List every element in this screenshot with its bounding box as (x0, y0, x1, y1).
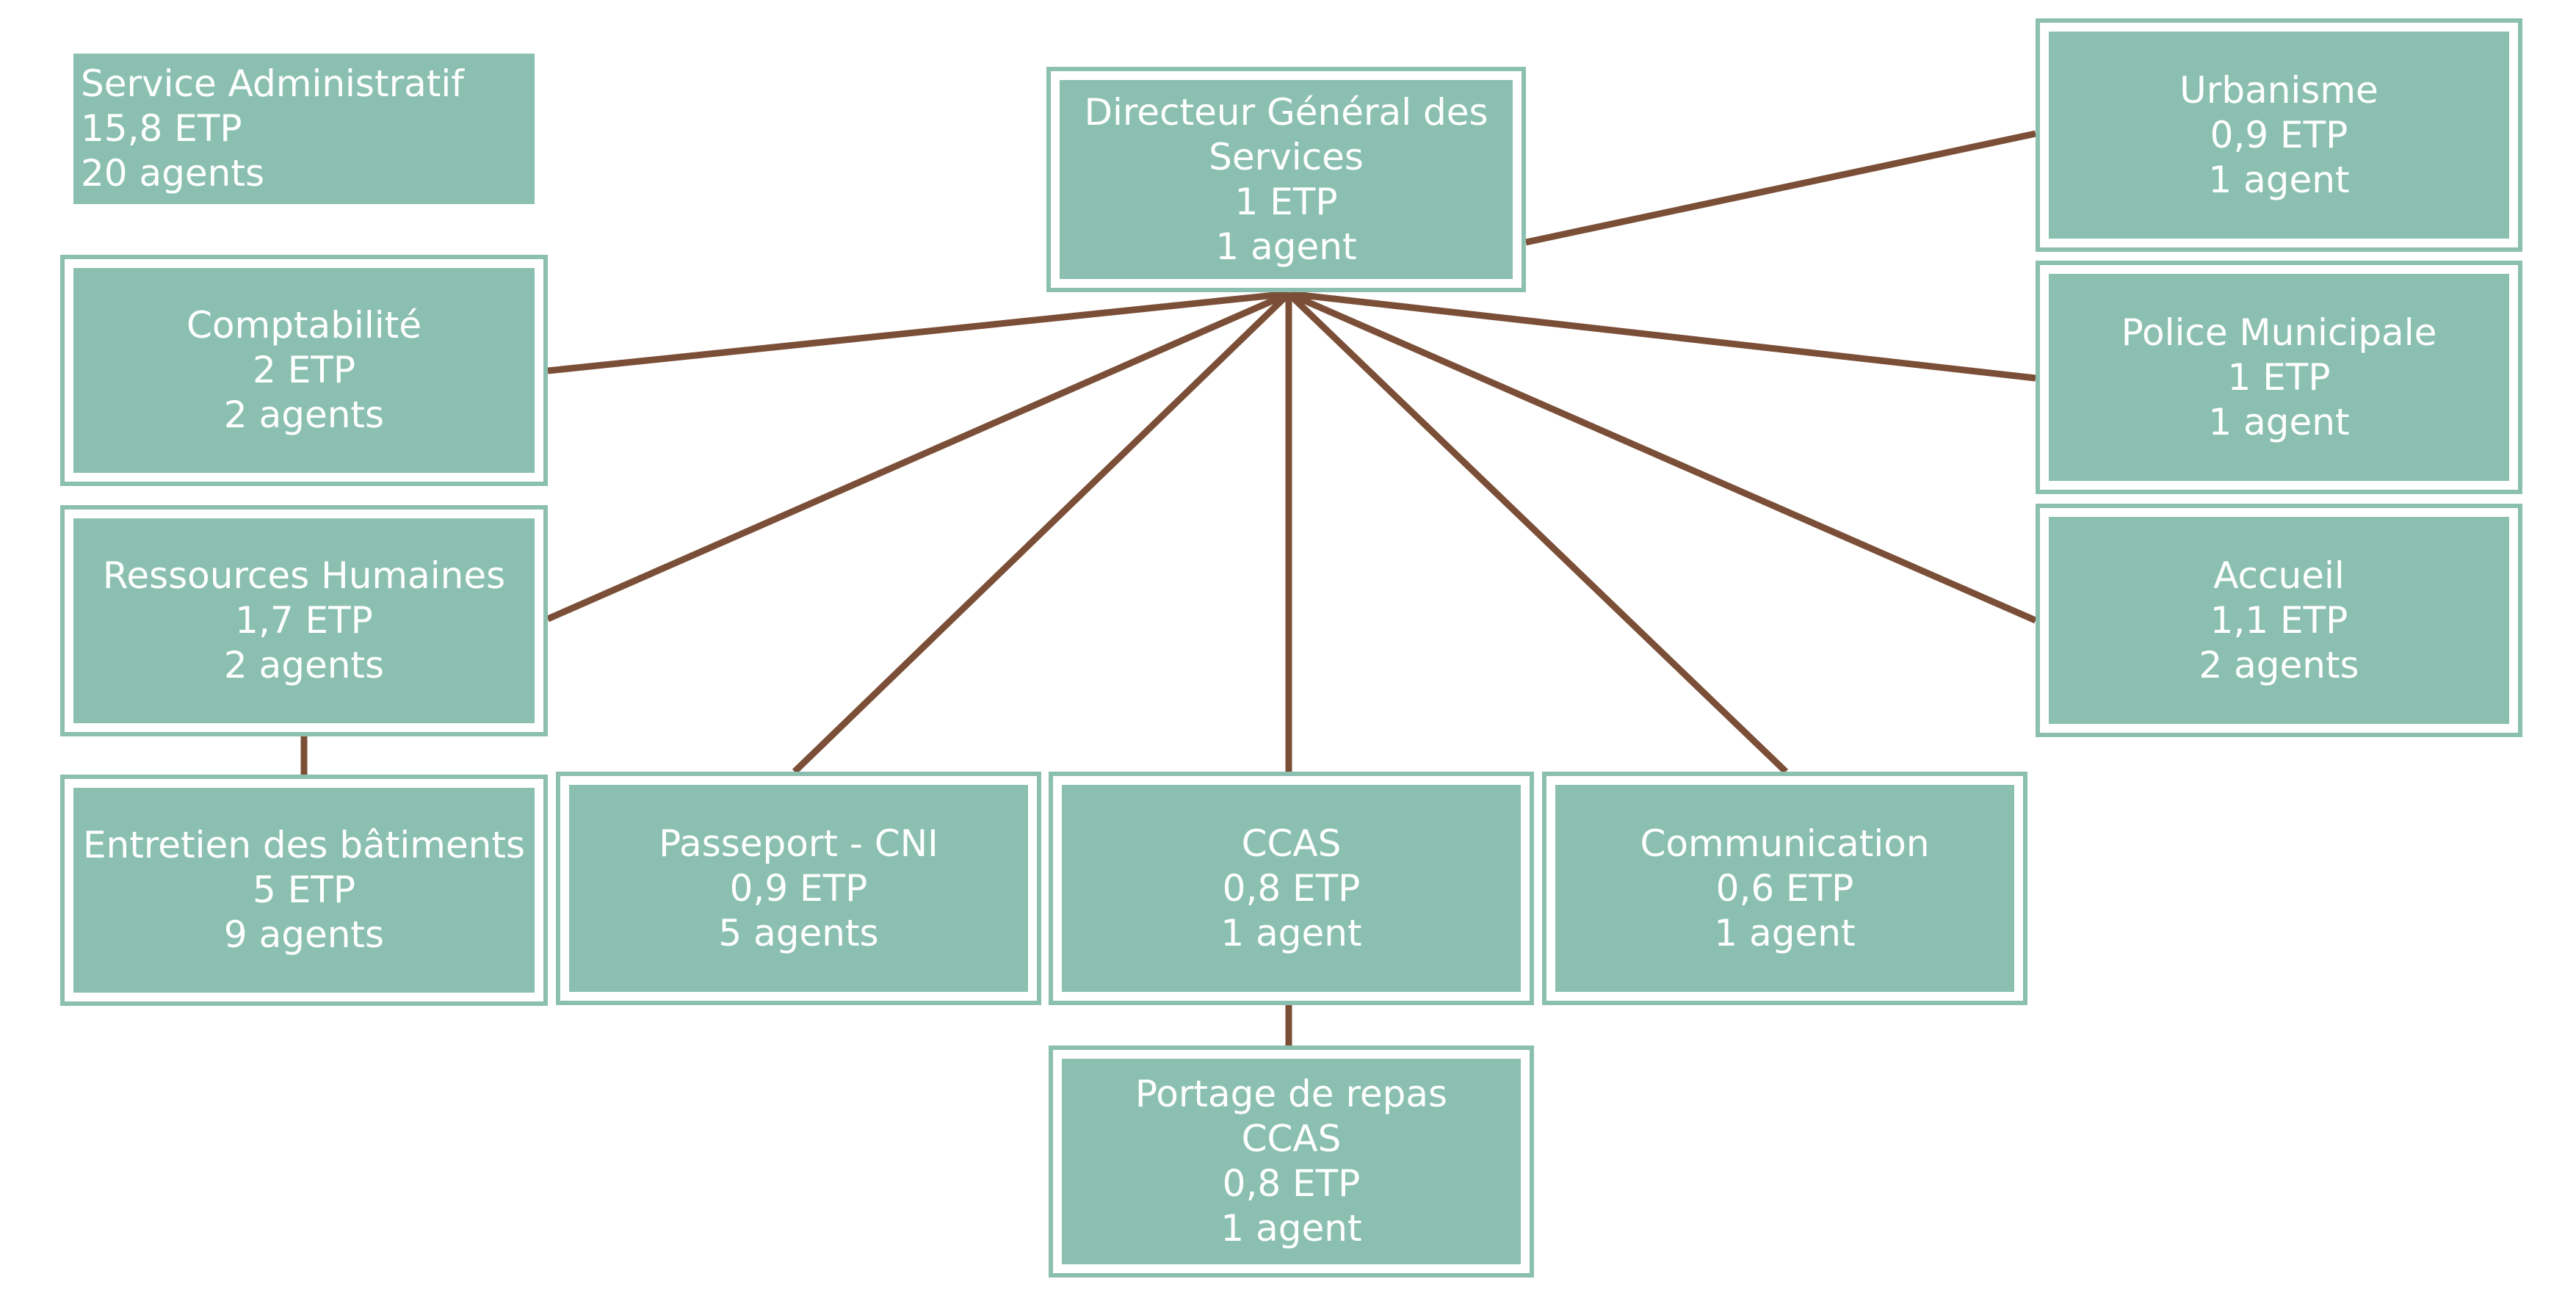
node-directeur-general-body: Directeur Général des Services 1 ETP 1 a… (1060, 80, 1513, 279)
node-etp: 1 ETP (1234, 180, 1338, 223)
node-etp: 0,6 ETP (1715, 866, 1854, 910)
node-agents: 2 agents (2199, 643, 2359, 686)
node-ccas: CCAS 0,8 ETP 1 agent (1049, 772, 1534, 1005)
connector-dgs-rh (546, 290, 1290, 623)
node-ressources-humaines-body: Ressources Humaines 1,7 ETP 2 agents (73, 518, 535, 723)
connector-dgs-comptabilite (547, 290, 1289, 374)
node-etp: 1,7 ETP (235, 599, 373, 642)
connector-dgs-accueil (1287, 290, 2037, 624)
node-etp: 1,1 ETP (2210, 598, 2348, 642)
node-title: Entretien des bâtiments (82, 824, 526, 866)
node-title: Ressources Humaines (102, 554, 506, 597)
node-agents: 1 agent (1220, 911, 1362, 954)
node-ressources-humaines: Ressources Humaines 1,7 ETP 2 agents (60, 505, 548, 736)
connector-dgs-police (1288, 290, 2036, 382)
node-etp: 0,9 ETP (729, 866, 868, 910)
node-agents: 1 agent (1714, 911, 1856, 954)
node-title: Accueil (2213, 554, 2345, 597)
connector-dgs-urbanisme (1525, 130, 2036, 246)
node-comptabilite-body: Comptabilité 2 ETP 2 agents (73, 268, 535, 473)
connector-dgs-passeport (792, 291, 1292, 775)
node-police-municipale-body: Police Municipale 1 ETP 1 agent (2049, 274, 2509, 481)
node-agents: 1 agent (2208, 158, 2350, 201)
node-entretien-batiments: Entretien des bâtiments 5 ETP 9 agents (60, 775, 548, 1006)
node-title: Comptabilité (187, 304, 422, 347)
node-title: Passeport - CNI (659, 822, 938, 865)
node-etp: 0,8 ETP (1222, 866, 1361, 910)
node-directeur-general: Directeur Général des Services 1 ETP 1 a… (1046, 67, 1526, 292)
node-comptabilite: Comptabilité 2 ETP 2 agents (60, 255, 548, 486)
node-etp: 0,9 ETP (2210, 113, 2348, 156)
node-urbanisme-body: Urbanisme 0,9 ETP 1 agent (2049, 32, 2509, 239)
node-title: Police Municipale (2121, 311, 2437, 354)
summary-etp: 15,8 ETP (81, 107, 242, 150)
node-title-cont: CCAS (1241, 1117, 1342, 1160)
node-agents: 1 agent (2208, 400, 2350, 443)
node-portage-repas-body: Portage de repas CCAS 0,8 ETP 1 agent (1062, 1059, 1521, 1264)
node-ccas-body: CCAS 0,8 ETP 1 agent (1062, 785, 1521, 992)
node-agents: 2 agents (223, 644, 385, 686)
node-title: Urbanisme (2179, 68, 2378, 112)
node-agents: 2 agents (223, 394, 385, 436)
node-title-cont: Services (1209, 135, 1364, 178)
node-urbanisme: Urbanisme 0,9 ETP 1 agent (2036, 18, 2522, 252)
node-title: Communication (1640, 822, 1930, 865)
node-portage-repas: Portage de repas CCAS 0,8 ETP 1 agent (1049, 1045, 1534, 1278)
node-passeport-cni: Passeport - CNI 0,9 ETP 5 agents (556, 772, 1041, 1005)
node-etp: 1 ETP (2227, 355, 2331, 399)
node-agents: 9 agents (223, 913, 385, 956)
summary-title: Service Administratif (81, 62, 464, 105)
node-etp: 0,8 ETP (1222, 1162, 1361, 1205)
node-accueil: Accueil 1,1 ETP 2 agents (2036, 504, 2522, 737)
node-title: Directeur Général des (1084, 90, 1488, 134)
node-passeport-cni-body: Passeport - CNI 0,9 ETP 5 agents (569, 785, 1028, 992)
node-agents: 5 agents (718, 911, 879, 954)
summary-agents: 20 agents (81, 152, 264, 195)
node-title: Portage de repas (1135, 1073, 1448, 1115)
node-agents: 1 agent (1220, 1207, 1362, 1250)
node-accueil-body: Accueil 1,1 ETP 2 agents (2049, 517, 2509, 724)
node-etp: 2 ETP (253, 349, 355, 391)
node-agents: 1 agent (1215, 225, 1357, 268)
service-administratif-summary: Service Administratif 15,8 ETP 20 agents (73, 54, 535, 204)
node-etp: 5 ETP (253, 869, 355, 911)
node-title: CCAS (1241, 822, 1342, 865)
node-entretien-batiments-body: Entretien des bâtiments 5 ETP 9 agents (73, 788, 535, 993)
node-police-municipale: Police Municipale 1 ETP 1 agent (2036, 261, 2522, 494)
node-communication: Communication 0,6 ETP 1 agent (1542, 772, 2027, 1005)
connector-dgs-communication (1286, 291, 1789, 775)
node-communication-body: Communication 0,6 ETP 1 agent (1555, 785, 2014, 992)
